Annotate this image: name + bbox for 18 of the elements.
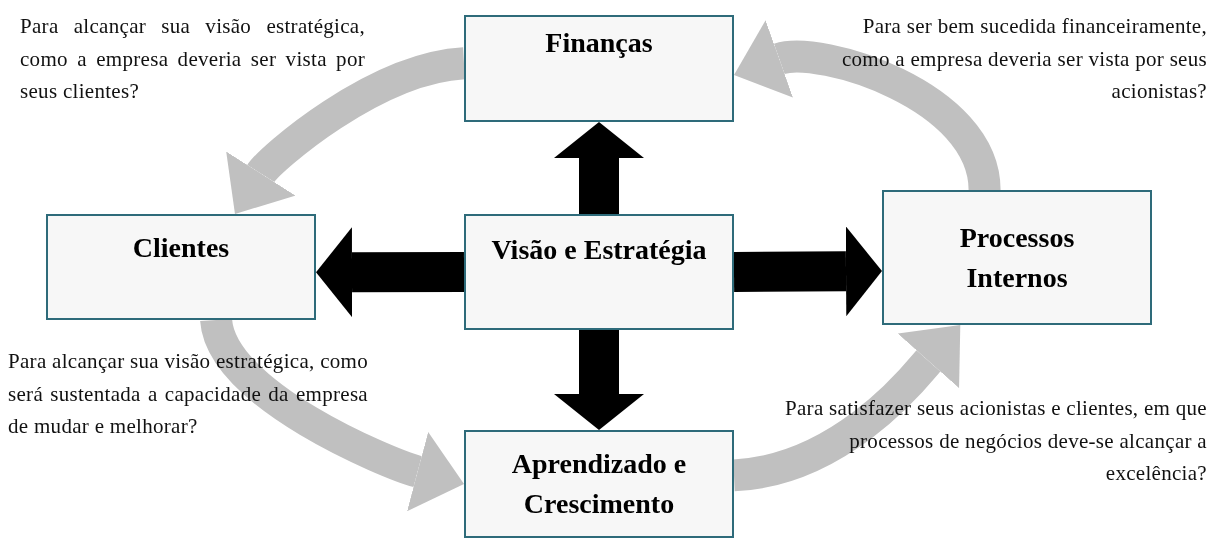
arrow — [554, 330, 644, 430]
arrow — [733, 226, 882, 317]
perspective-box — [464, 15, 734, 122]
perspective-box — [464, 214, 734, 330]
perspective-box — [46, 214, 316, 320]
question-text: Para ser bem sucedida financeiramente, como a empresa deveria ser vista por seus acionistas? — [840, 13, 1207, 105]
box-title: Aprendizado e Crescimento — [510, 447, 688, 521]
question-text: Para alcançar sua visão estratégica, como a empresa deveria ser vista por seus clientes? — [20, 13, 365, 105]
arrow — [554, 122, 644, 214]
arrow — [316, 227, 465, 318]
question-text: Para alcançar sua visão estratégica, como será sustentada a capacidade da empresa de mudar e melhorar? — [8, 348, 368, 440]
box-title: Clientes — [132, 234, 230, 262]
perspective-box — [882, 190, 1152, 325]
question-text: Para satisfazer seus acionistas e clientes, em que processos de negócios deve-se alcançar a excelência? — [784, 395, 1207, 487]
perspective-box — [464, 430, 734, 538]
box-title: Finanças — [545, 29, 653, 57]
box-title: Visão e Estratégia — [491, 236, 707, 264]
box-title: Processos Internos — [958, 220, 1076, 295]
